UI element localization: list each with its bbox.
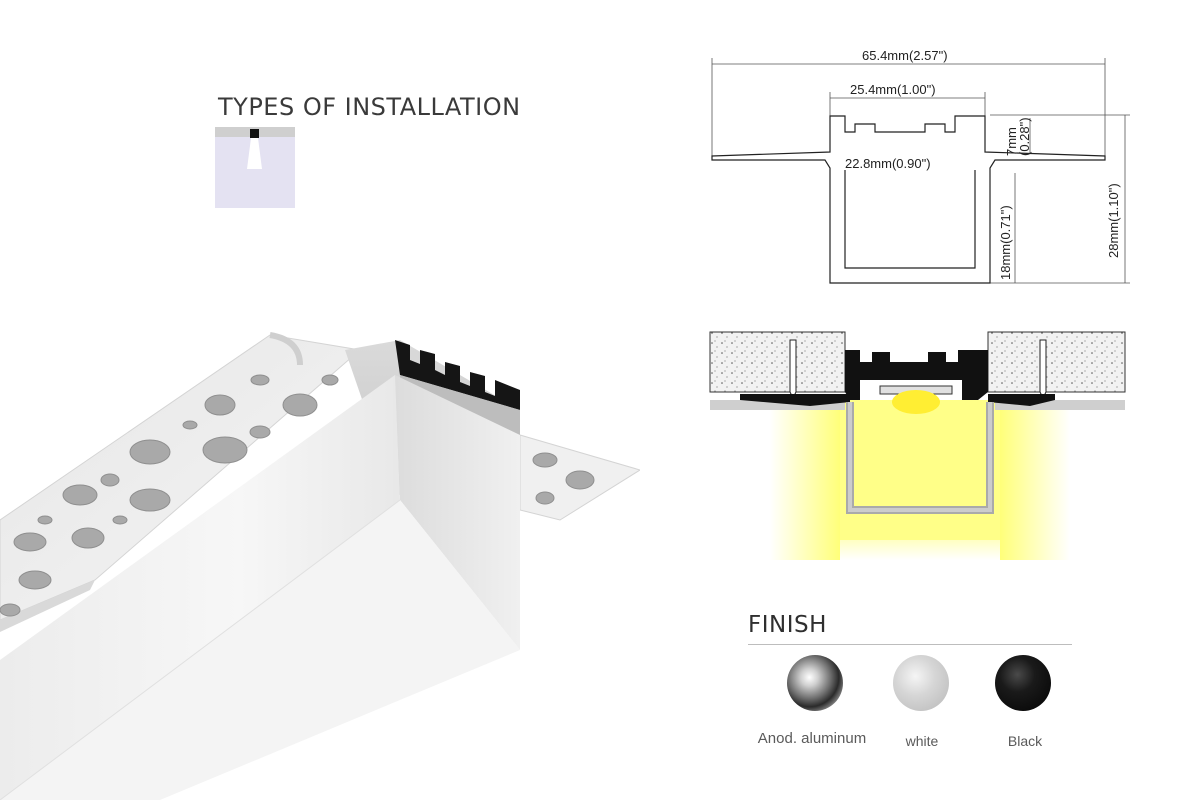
inner-width-label: 22.8mm(0.90") (845, 156, 931, 171)
white-swatch (893, 655, 949, 711)
anodized-aluminum-label: Anod. aluminum (757, 730, 867, 747)
installation-title: TYPES OF INSTALLATION (218, 93, 521, 121)
flange-height-mm-label: 7mm (1004, 127, 1019, 156)
recessed-installation-icon (215, 127, 295, 208)
black-label: Black (1007, 733, 1043, 749)
dimension-drawing: 65.4mm(2.57") 25.4mm(1.00") 22.8mm(0.90"… (711, 48, 1130, 284)
overall-width-label: 65.4mm(2.57") (862, 48, 948, 63)
installation-drawing (709, 331, 1126, 560)
finish-divider (748, 644, 1072, 645)
top-width-label: 25.4mm(1.00") (850, 82, 936, 97)
flange-height-in-label: (0.28") (1017, 117, 1032, 156)
channel-height-label: 18mm(0.71") (998, 205, 1013, 280)
overall-height-label: 28mm(1.10") (1106, 183, 1121, 258)
white-label: white (905, 733, 939, 749)
anodized-aluminum-swatch (787, 655, 843, 711)
black-swatch (995, 655, 1051, 711)
led-profile-render (0, 332, 640, 800)
finish-title: FINISH (748, 612, 827, 638)
